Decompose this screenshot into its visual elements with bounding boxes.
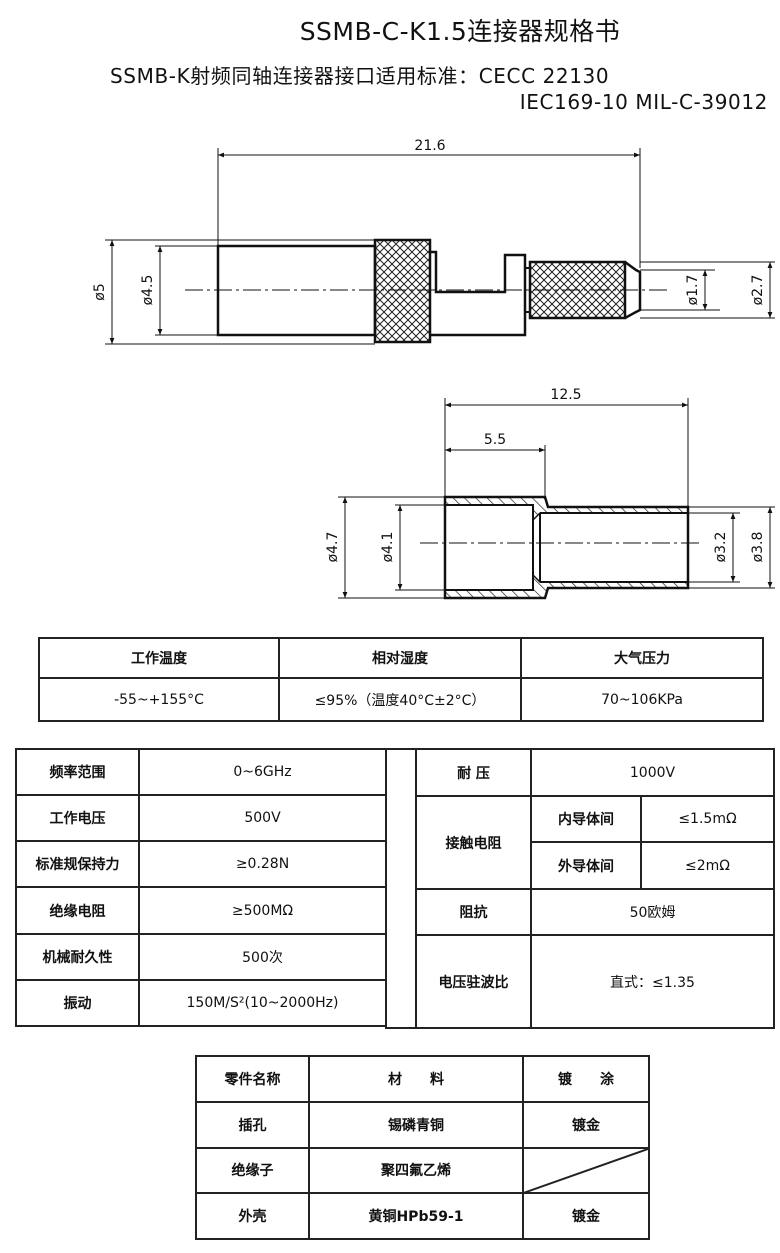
dim-dia-pin-inner: ø1.7 — [685, 275, 701, 306]
impedance-label: 阻抗 — [415, 888, 532, 936]
outer-label: 外导体间 — [530, 841, 642, 890]
plug-drawing — [105, 148, 775, 345]
part-plating: 镀金 — [522, 1100, 650, 1149]
dim-dia-outer: ø5 — [92, 283, 108, 300]
part-material: 锡磷青铜 — [308, 1100, 524, 1149]
spec-label: 标准规保持力 — [15, 840, 140, 889]
spec-label: 频率范围 — [15, 747, 140, 797]
outer-value: ≤2mΩ — [640, 841, 775, 890]
part-plating: 镀金 — [522, 1192, 650, 1240]
dim-dia-inner-small: ø3.2 — [713, 532, 729, 563]
spec-value: ≥500MΩ — [138, 886, 387, 935]
part-name: 外壳 — [195, 1192, 310, 1240]
standard-line-1: SSMB-K射频同轴连接器接口适用标准：CECC 22130 — [110, 64, 610, 88]
dim-dia-pin-outer: ø2.7 — [750, 275, 766, 306]
material-header: 材 料 — [308, 1055, 524, 1103]
impedance-value: 50欧姆 — [530, 888, 775, 936]
contact-label: 接触电阻 — [415, 795, 532, 890]
dim-dia-outer-large: ø4.7 — [325, 532, 341, 563]
technical-drawings: 21.6 ø5 ø4.5 ø1.7 ø2.7 12.5 5.5 ø4.7 ø4.… — [92, 138, 775, 600]
spec-value: 500次 — [138, 932, 387, 981]
spec-value: 150M/S²(10~2000Hz) — [138, 978, 387, 1028]
dim-length-step: 5.5 — [484, 432, 506, 448]
dim-dia-body: ø4.5 — [140, 275, 156, 306]
vswr-value: 直式：≤1.35 — [530, 934, 775, 1029]
spec-label: 工作电压 — [15, 794, 140, 843]
dim-dia-inner-large: ø4.1 — [380, 532, 396, 563]
material-header: 镀 涂 — [522, 1055, 650, 1103]
part-material: 聚四氟乙烯 — [308, 1146, 524, 1195]
material-table: 零件名称 材 料 镀 涂 插孔 锡磷青铜 镀金 绝缘子 聚四氟乙烯 外壳 黄铜H… — [195, 1055, 650, 1240]
diagonal-slash — [524, 1149, 648, 1193]
dim-length-total: 12.5 — [550, 387, 581, 403]
withstand-label: 耐 压 — [415, 748, 532, 797]
spec-label: 机械耐久性 — [15, 932, 140, 981]
dim-length-plug: 21.6 — [414, 138, 445, 154]
material-header: 零件名称 — [195, 1055, 310, 1103]
spec-value: 0~6GHz — [138, 747, 387, 797]
spec-label: 振动 — [15, 978, 140, 1028]
environment-table: 工作温度 相对湿度 大气压力 -55~+155°C ≤95%（温度40°C±2°… — [38, 637, 764, 722]
env-value: 70~106KPa — [520, 677, 764, 722]
part-name: 绝缘子 — [195, 1146, 310, 1195]
inner-value: ≤1.5mΩ — [640, 795, 775, 843]
env-header: 大气压力 — [520, 637, 764, 679]
standard-line-2: IEC169-10 MIL-C-39012 — [519, 90, 768, 114]
vswr-label: 电压驻波比 — [415, 934, 532, 1029]
env-value: ≤95%（温度40°C±2°C） — [278, 677, 522, 722]
spec-value: 500V — [138, 794, 387, 843]
env-value: -55~+155°C — [38, 677, 280, 722]
env-header: 相对湿度 — [278, 637, 522, 679]
shell-drawing — [338, 398, 775, 600]
spec-value: ≥0.28N — [138, 840, 387, 889]
part-name: 插孔 — [195, 1100, 310, 1149]
table-gap — [385, 748, 415, 1029]
dim-dia-outer-small: ø3.8 — [750, 532, 766, 563]
part-plating-empty — [522, 1146, 650, 1195]
env-header: 工作温度 — [38, 637, 280, 679]
inner-label: 内导体间 — [530, 795, 642, 843]
document-title: SSMB-C-K1.5连接器规格书 — [299, 17, 621, 46]
part-material: 黄铜HPb59-1 — [308, 1192, 524, 1240]
withstand-value: 1000V — [530, 748, 775, 797]
spec-label: 绝缘电阻 — [15, 886, 140, 935]
